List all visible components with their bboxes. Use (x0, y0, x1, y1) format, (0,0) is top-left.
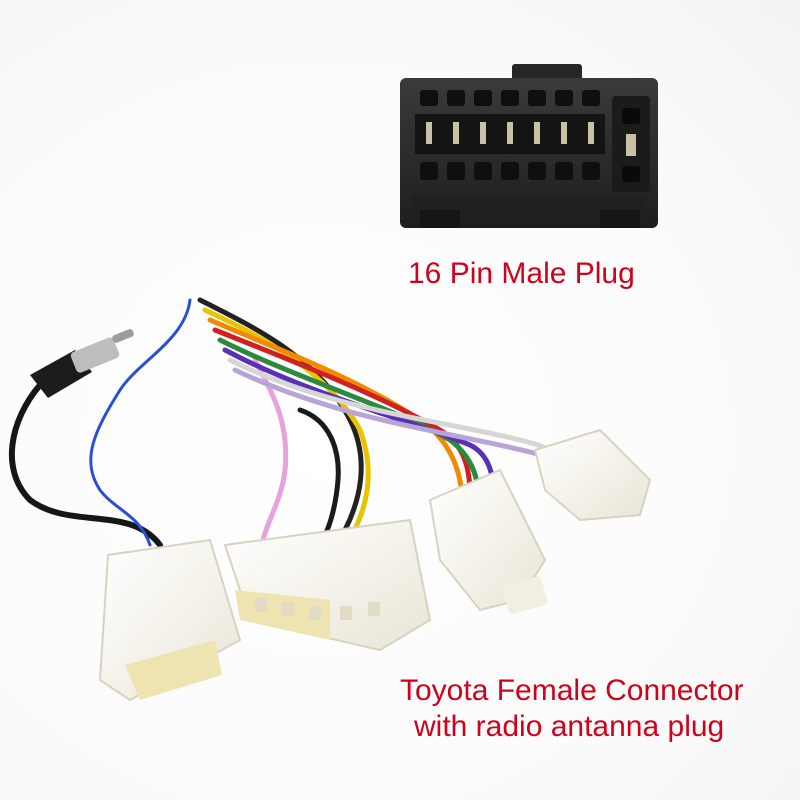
female-connector-caption-line2: with radio antanna plug (414, 710, 725, 743)
female-connector-caption-line1: Toyota Female Connector (400, 674, 744, 707)
toyota-female-connector-small (98, 538, 242, 702)
male-plug-caption: 16 Pin Male Plug (408, 257, 635, 290)
toyota-female-connector-medium (428, 468, 548, 614)
female-connector-caption: Toyota Female Connector with radio antan… (400, 673, 744, 745)
antenna-plug (30, 329, 134, 398)
toyota-female-connector-large (223, 518, 432, 652)
toyota-female-connector-rear (533, 428, 652, 522)
male-plug-16-pin (400, 64, 658, 228)
